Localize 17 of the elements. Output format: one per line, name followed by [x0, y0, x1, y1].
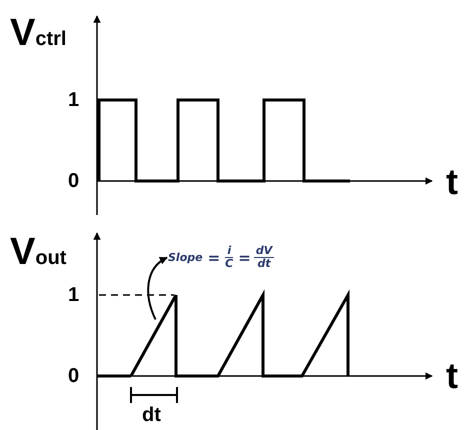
dimension-label: dt: [142, 405, 161, 425]
numerator: dV: [254, 245, 274, 258]
denominator: C: [224, 258, 234, 270]
tick-label: 1: [68, 90, 80, 110]
axis-label: t: [446, 164, 458, 200]
tick-label: 0: [68, 171, 80, 191]
axis-label: t: [446, 358, 458, 394]
slope-formula: [168, 245, 276, 270]
tick-label: 0: [68, 366, 80, 386]
equals-sign: =: [208, 248, 220, 267]
numerator: i: [225, 245, 234, 258]
tick-label: 1: [68, 285, 80, 305]
equals-sign: =: [238, 248, 251, 267]
formula-word: Slope: [168, 251, 203, 264]
ramp-segment: [130, 294, 178, 377]
curved-arrow: [147, 256, 168, 320]
denominator: dt: [256, 258, 272, 270]
